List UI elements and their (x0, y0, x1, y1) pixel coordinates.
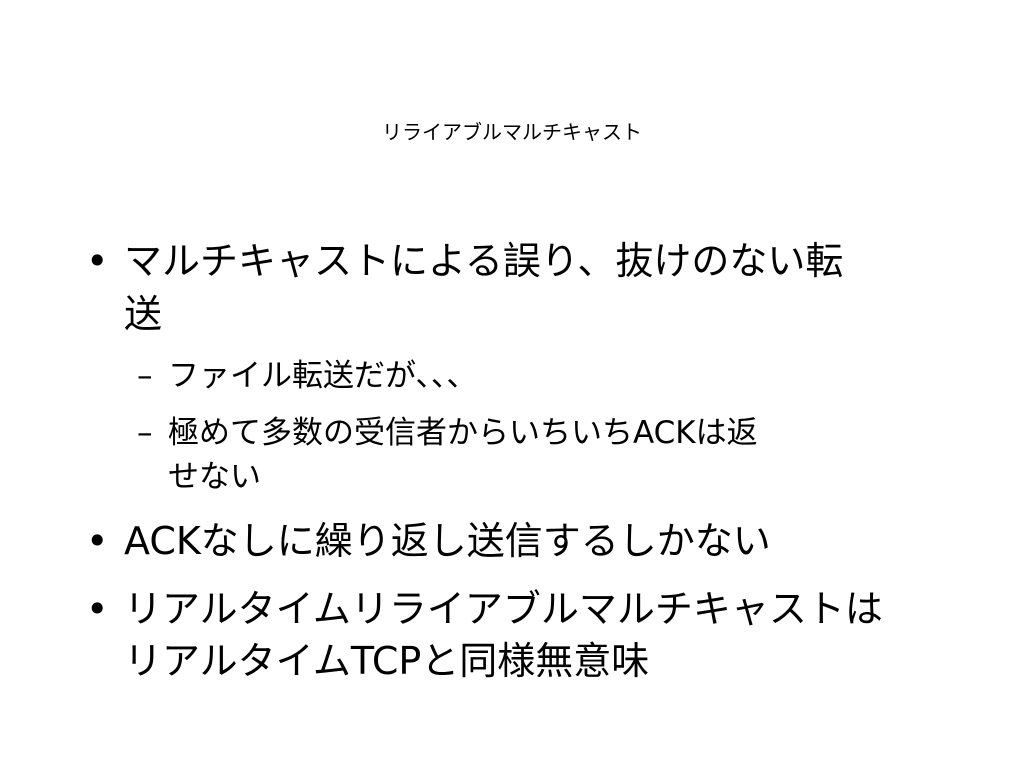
bullet-item-text: リアルタイムリライアブルマルチキャストは (124, 587, 883, 631)
sub-item-text: 極めて多数の受信者からいちいちACKは返 (168, 415, 758, 451)
sub-item-text: ファイル転送だが、、、 (168, 358, 478, 394)
sub-item-text-continuation: せない (168, 459, 261, 495)
bullet-icon: • (86, 587, 109, 631)
bullet-item-text: マルチキャストによる誤り、抜けのない転 (124, 239, 844, 283)
slide-title: リライアブルマルチキャスト (382, 120, 642, 144)
bullet-icon: • (86, 519, 109, 563)
dash-icon: – (137, 415, 153, 451)
bullet-icon: • (86, 239, 109, 283)
bullet-item-text: ACKなしに繰り返し送信するしかない (124, 519, 771, 563)
bullet-item-text-continuation: 送 (124, 292, 163, 336)
bullet-item-text-continuation: リアルタイムTCPと同様無意味 (124, 639, 650, 683)
dash-icon: – (137, 358, 153, 394)
